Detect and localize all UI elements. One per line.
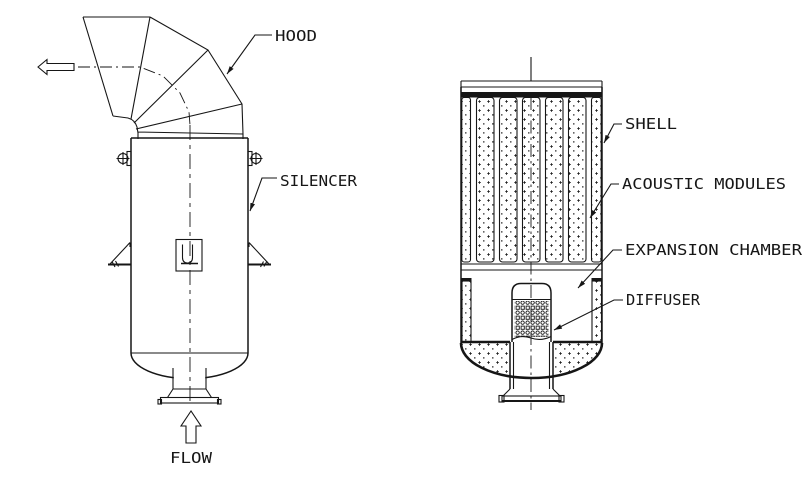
shell-leader-line xyxy=(603,123,622,144)
callout-silencer: SILENCER xyxy=(249,172,358,212)
callout-diffuser: DIFFUSER xyxy=(553,291,701,331)
hood-leader-line xyxy=(226,34,272,75)
callout-acoustic-modules: ACOUSTIC MODULES xyxy=(589,175,786,219)
diffuser-leader-line xyxy=(553,299,623,331)
inlet-pipe xyxy=(498,342,565,403)
section-view xyxy=(459,57,604,410)
expansion-chamber-leader-line xyxy=(577,249,622,289)
acoustic-module-strip xyxy=(567,96,587,263)
acoustic-modules-label: ACOUSTIC MODULES xyxy=(622,175,786,193)
diffuser-dome xyxy=(511,282,552,342)
diffuser-label: DIFFUSER xyxy=(626,291,701,309)
silencer-label: SILENCER xyxy=(280,172,358,190)
module-bottom-sheet xyxy=(461,263,602,271)
flow-label: FLOW xyxy=(170,449,213,467)
callouts: HOOD SILENCER FLOW SHELL ACOUSTIC MODULE… xyxy=(170,27,803,467)
acoustic-module-strip xyxy=(544,96,564,263)
hood-centerline xyxy=(78,66,191,126)
hood-outline xyxy=(82,16,244,139)
shell-label: SHELL xyxy=(625,115,677,133)
callout-flow: FLOW xyxy=(170,449,213,467)
hood-label: HOOD xyxy=(275,27,317,45)
support-bracket-right xyxy=(248,242,271,268)
hood-segment-joints xyxy=(130,16,243,130)
acoustic-module-strip xyxy=(475,96,495,263)
callout-expansion-chamber: EXPANSION CHAMBER xyxy=(577,241,803,289)
nameplate xyxy=(175,238,203,272)
hood xyxy=(37,16,244,139)
bottom-head-section-fill xyxy=(461,342,602,378)
diffuser-perforations xyxy=(514,301,549,337)
bottom-head-curve xyxy=(459,342,604,380)
module-top-band xyxy=(461,92,602,98)
inlet-nozzle xyxy=(157,358,222,405)
acoustic-module-strip xyxy=(590,96,602,263)
outlet-flow-arrow-icon xyxy=(37,58,75,76)
silencer-leader-line xyxy=(249,177,277,212)
expansion-chamber-label: EXPANSION CHAMBER xyxy=(625,241,803,259)
acoustic-modules xyxy=(461,92,602,271)
exterior-view xyxy=(37,16,271,444)
diffuser xyxy=(511,282,552,342)
lifting-lug-left xyxy=(116,150,132,167)
top-plate xyxy=(460,80,603,92)
inlet-flow-arrow-icon xyxy=(179,410,203,444)
silencer-body xyxy=(130,137,249,380)
support-bracket-left xyxy=(108,242,131,268)
acoustic-module-strip xyxy=(461,96,472,263)
callout-shell: SHELL xyxy=(603,115,677,144)
lifting-lug-right xyxy=(247,150,263,167)
acoustic-modules-leader-line xyxy=(589,183,619,219)
callout-hood: HOOD xyxy=(226,27,317,75)
acoustic-module-strip xyxy=(498,96,518,263)
silencer-shell-lines xyxy=(130,137,249,353)
